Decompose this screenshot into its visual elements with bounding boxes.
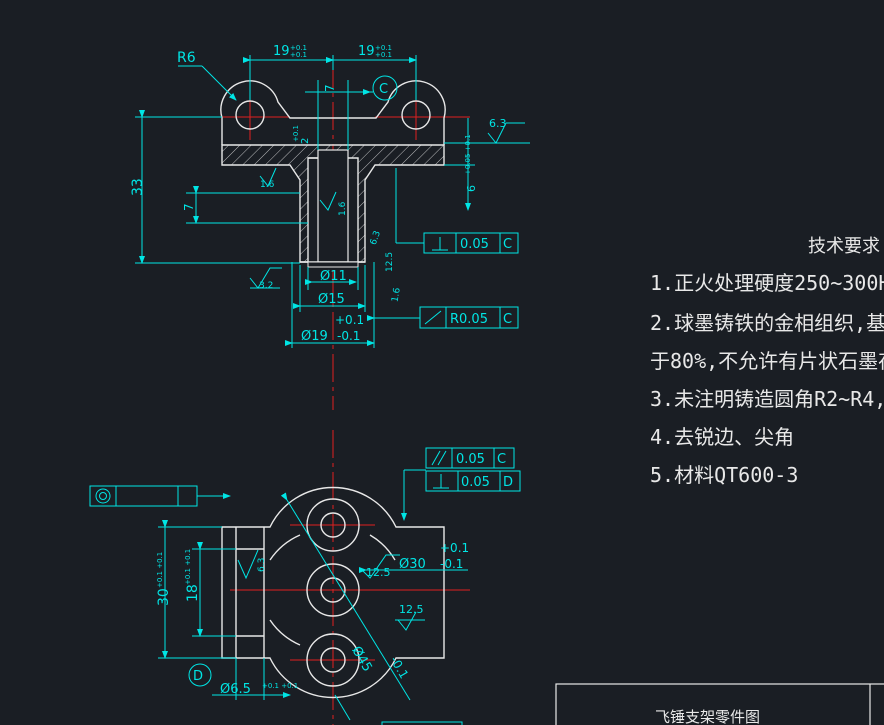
dia-6-5-tol: +0.1 +0.1 (262, 682, 298, 690)
tech-item-4: 3.未注明铸造圆角R2~R4, (650, 387, 884, 411)
dia-19: Ø19 (301, 329, 328, 344)
dim-19-right-tol-upper: +0.1 (375, 44, 392, 52)
radius-r6-label: R6 (177, 50, 196, 66)
perp-frame-bottom (425, 470, 521, 492)
dia-15: Ø15 (318, 292, 345, 307)
dim-19-right: 19 (358, 44, 375, 59)
dia-30-lower: -0.1 (440, 557, 463, 571)
tech-item-6: 5.材料QT600-3 (650, 463, 798, 487)
title-block: 飞锤支架零件图 (555, 683, 884, 725)
dim-7-top: 7 (323, 84, 337, 92)
roughness-63-b: 6.3 (369, 230, 383, 247)
center-bore (317, 149, 349, 263)
hole-center-inner (320, 577, 346, 603)
hole-bottom-inner (320, 647, 346, 673)
dia-30-upper: +0.1 (440, 541, 469, 555)
runout-frame (419, 306, 519, 329)
perp-value-top: 0.05 (460, 237, 489, 252)
perp-datum-top: C (503, 237, 512, 252)
datum-d-label: D (193, 669, 203, 684)
roughness-32: 3.2 (259, 281, 273, 291)
ear-hole-left (235, 100, 265, 130)
parallel-frame (425, 447, 515, 469)
dia-45: Ø45 (348, 644, 374, 675)
ear-hole-right (401, 100, 431, 130)
dim-2-tol: +0.1 (292, 125, 300, 142)
tech-item-1: 1.正火处理硬度250~300H (650, 271, 884, 295)
parallel-datum: C (497, 452, 506, 467)
hole-bottom-outer (306, 633, 360, 687)
dim-7-left: 7 (182, 203, 196, 211)
tech-item-5: 4.去锐边、尖角 (650, 425, 794, 449)
dia-19-upper: +0.1 (335, 313, 364, 327)
tech-heading: 技术要求 (808, 236, 880, 257)
hole-top-inner (320, 512, 346, 538)
roughness-63-label: 6.3 (489, 117, 507, 130)
dim-6: 6 (465, 185, 478, 192)
perp-frame-top (423, 232, 519, 254)
roughness-63-bottom: 6.3 (257, 558, 267, 572)
dim-18-tol: +0.1 +0.1 (184, 549, 192, 585)
perp-value-bottom: 0.05 (461, 475, 490, 490)
roughness-125-a: 12.5 (366, 566, 391, 579)
hole-center-outer (306, 563, 360, 617)
tech-item-2: 2.球墨铸铁的金相组织,基本为 (650, 311, 884, 335)
dim-19-left: 19 (273, 44, 290, 59)
dim-33: 33 (130, 178, 146, 196)
dim-18: 18 (185, 584, 201, 602)
section-hatched-body (221, 144, 445, 263)
dia-6-5: Ø6.5 (220, 682, 251, 697)
datum-d-circle (188, 663, 212, 687)
dim-30-tol: +0.1 +0.1 (156, 552, 164, 588)
perp-datum-bottom: D (503, 475, 513, 490)
bottom-outline (221, 486, 445, 699)
parallel-value: 0.05 (456, 452, 485, 467)
roughness-16-a: 1.6 (260, 180, 275, 190)
roughness-125: 12.5 (385, 252, 395, 272)
datum-c-label: C (379, 82, 388, 97)
roughness-16-c: 1.6 (390, 287, 402, 303)
technical-requirements: 技术要求 1.正火处理硬度250~300H 2.球墨铸铁的金相组织,基本为 于8… (650, 236, 884, 487)
dim-6-tol: +0.05 +0.1 (464, 134, 472, 175)
runout-datum: C (503, 312, 512, 327)
dim-30: 30 (156, 588, 172, 606)
dim-19-right-tol-lower: +0.1 (375, 51, 392, 59)
dim-19-left-tol-lower: +0.1 (290, 51, 307, 59)
dia-30: Ø30 (399, 557, 426, 572)
dim-19-left-tol-upper: +0.1 (290, 44, 307, 52)
roughness-63-symbol (487, 122, 525, 144)
top-section-view: 19 +0.1 +0.1 19 +0.1 +0.1 R6 7 C 2 +0.1 … (130, 44, 530, 410)
tech-item-3: 于80%,不允许有片状石墨存在 (650, 349, 884, 373)
dia-19-lower: -0.1 (337, 329, 360, 343)
hole-top-outer (306, 498, 360, 552)
runout-value: R0.05 (450, 312, 488, 327)
title-part-name: 飞锤支架零件图 (655, 708, 760, 725)
bore-base (307, 261, 359, 268)
bottom-plan-view: 0.05 C 0.05 D 30 +0.1 +0.1 18 +0.1 +0.1 … (89, 430, 521, 725)
roughness-125-b: 12.5 (399, 603, 424, 616)
dim-2: 2 (300, 138, 311, 144)
roughness-16-b: 1.6 (338, 201, 348, 216)
dia-11: Ø11 (320, 269, 347, 284)
datum-c-circle (372, 75, 398, 101)
